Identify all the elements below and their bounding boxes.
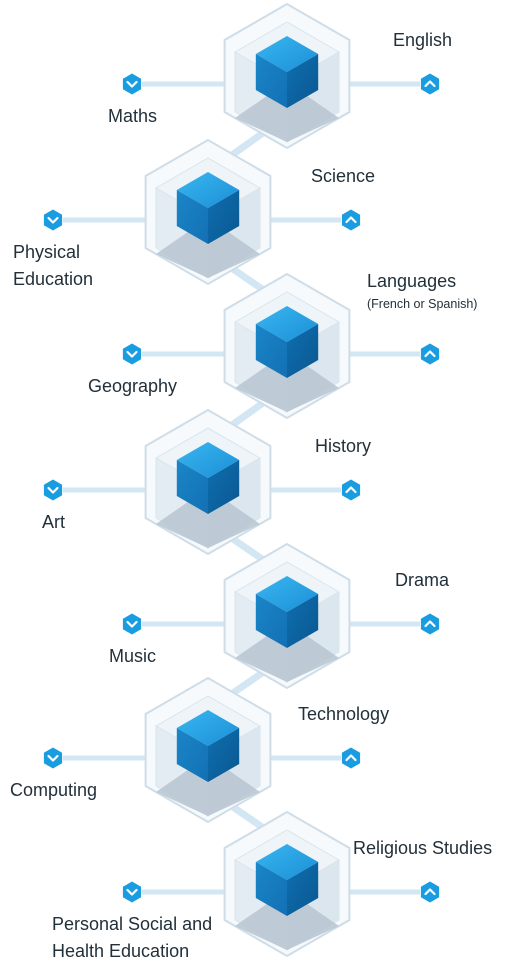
subject-label-left: Art (42, 509, 65, 536)
subject-label-left-line: Music (109, 646, 157, 666)
subject-node (43, 408, 361, 556)
subject-label-right: Technology (298, 701, 389, 728)
subject-node (43, 138, 361, 286)
subject-label-right-line: Technology (298, 704, 390, 724)
chevron-down-icon[interactable] (122, 613, 142, 635)
subject-label-right: Drama (395, 567, 449, 594)
chevron-up-icon[interactable] (420, 881, 440, 903)
subject-label-right: Religious Studies (353, 835, 492, 862)
cube-right (287, 324, 319, 378)
subject-label-left-line: Geography (88, 376, 178, 396)
cube-top (176, 710, 240, 746)
cube-top (176, 172, 240, 208)
cube-left (176, 460, 208, 514)
subject-label-right-line: Drama (395, 570, 450, 590)
cube-top (176, 442, 240, 478)
cube-right (287, 862, 319, 916)
cube-right (208, 190, 240, 244)
subject-node (43, 676, 361, 824)
cube-left (176, 190, 208, 244)
subject-node (122, 542, 440, 690)
subject-label-left-line: Personal Social and (52, 914, 213, 934)
subject-label-left-line: Physical (13, 242, 81, 262)
cube-right (208, 460, 240, 514)
subject-label-right-line: Languages (367, 271, 457, 291)
cube-left (255, 54, 287, 108)
cube-left (255, 324, 287, 378)
chevron-up-icon[interactable] (341, 479, 361, 501)
chevron-down-icon[interactable] (43, 747, 63, 769)
subject-label-left: Music (109, 643, 156, 670)
subject-label-right-line: Religious Studies (353, 838, 493, 858)
subject-label-left: Computing (10, 777, 97, 804)
cube-right (208, 728, 240, 782)
subject-label-right: Languages (French or Spanish) (367, 268, 477, 313)
subject-label-right: History (315, 433, 371, 460)
subject-node (122, 2, 440, 150)
chevron-down-icon[interactable] (43, 479, 63, 501)
subject-label-right-subtitle: (French or Spanish) (367, 297, 478, 311)
subject-label-left: Geography (88, 373, 177, 400)
chevron-down-icon[interactable] (122, 73, 142, 95)
subject-label-right-line: History (315, 436, 372, 456)
cube-left (176, 728, 208, 782)
subject-label-right: English (393, 27, 452, 54)
subject-label-right: Science (311, 163, 375, 190)
chevron-down-icon[interactable] (122, 343, 142, 365)
chevron-up-icon[interactable] (420, 613, 440, 635)
subject-label-left: Maths (108, 103, 157, 130)
subject-label-right-line: English (393, 30, 453, 50)
cube-right (287, 594, 319, 648)
chevron-up-icon[interactable] (420, 73, 440, 95)
chevron-down-icon[interactable] (43, 209, 63, 231)
subject-label-left-line: Computing (10, 780, 98, 800)
subject-label-left-line: Education (13, 269, 94, 289)
cube-right (287, 54, 319, 108)
cube-left (255, 862, 287, 916)
subject-label-left-line: Health Education (52, 941, 190, 961)
chevron-down-icon[interactable] (122, 881, 142, 903)
subject-label-left-line: Maths (108, 106, 158, 126)
cube-left (255, 594, 287, 648)
chevron-up-icon[interactable] (341, 747, 361, 769)
chevron-up-icon[interactable] (420, 343, 440, 365)
subject-node (122, 810, 440, 958)
subject-label-right-line: Science (311, 166, 376, 186)
subject-label-left-line: Art (42, 512, 66, 532)
chevron-up-icon[interactable] (341, 209, 361, 231)
subject-node (122, 272, 440, 420)
